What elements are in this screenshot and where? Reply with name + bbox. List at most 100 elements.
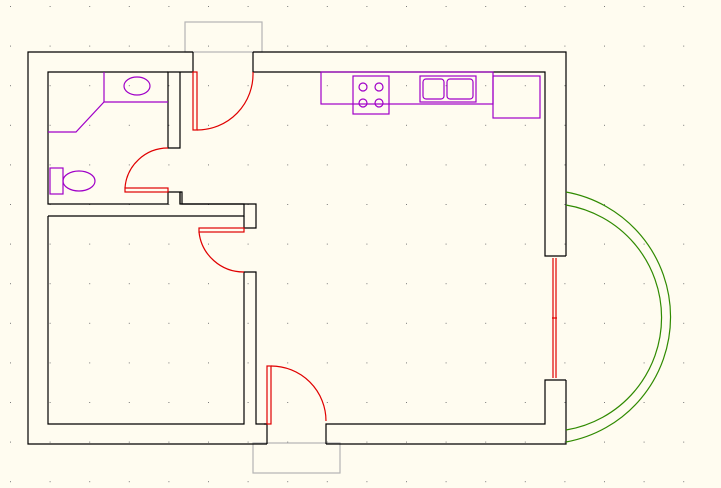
grid-dot bbox=[168, 85, 170, 87]
grid-dot bbox=[564, 45, 566, 47]
grid-dot bbox=[287, 124, 289, 126]
grid-dot bbox=[10, 124, 11, 126]
grid-dot bbox=[683, 204, 685, 205]
grid-dot bbox=[326, 6, 328, 7]
grid-dot bbox=[128, 45, 130, 47]
grid-dot bbox=[89, 124, 91, 126]
grid-dot bbox=[208, 164, 209, 166]
grid-dot bbox=[643, 481, 645, 483]
grid-dot bbox=[208, 362, 209, 364]
grid-dot bbox=[89, 243, 91, 245]
grid-dot bbox=[485, 322, 487, 324]
grid-dot bbox=[485, 6, 487, 7]
grid-dot bbox=[406, 402, 407, 403]
grid-dot bbox=[168, 204, 170, 205]
grid-dot bbox=[564, 6, 566, 7]
grid-dot bbox=[247, 85, 249, 87]
grid-dot bbox=[604, 124, 605, 126]
grid-dot bbox=[604, 85, 605, 87]
grid-dot bbox=[445, 402, 447, 403]
stove bbox=[352, 75, 390, 115]
grid-dot bbox=[128, 85, 130, 87]
grid-dot bbox=[247, 481, 249, 483]
grid-dot bbox=[128, 243, 130, 245]
grid-dot bbox=[326, 283, 328, 285]
grid-dot bbox=[445, 362, 447, 364]
grid-dot bbox=[89, 164, 91, 166]
grid-dot bbox=[89, 402, 91, 403]
grid-dot bbox=[683, 402, 685, 403]
grid-dot bbox=[208, 283, 209, 285]
grid-dot bbox=[524, 441, 526, 443]
grid-dot bbox=[287, 481, 289, 483]
grid-dot bbox=[604, 362, 605, 364]
grid-dot bbox=[683, 6, 685, 7]
grid-dot bbox=[683, 124, 685, 126]
grid-dot bbox=[445, 283, 447, 285]
grid-dot bbox=[683, 85, 685, 87]
grid-dot bbox=[89, 45, 91, 47]
grid-dot bbox=[485, 402, 487, 403]
bathtub bbox=[48, 72, 168, 133]
grid-dot bbox=[524, 283, 526, 285]
grid-dot bbox=[643, 204, 645, 205]
grid-dot bbox=[168, 164, 170, 166]
grid-dot bbox=[168, 124, 170, 126]
grid-dot bbox=[326, 164, 328, 166]
grid-dot bbox=[326, 204, 328, 205]
grid-dot bbox=[366, 481, 368, 483]
grid-dot bbox=[89, 441, 91, 443]
grid-dot bbox=[49, 164, 51, 166]
grid-dot bbox=[406, 124, 407, 126]
grid-dot bbox=[445, 85, 447, 87]
grid-dot bbox=[366, 164, 368, 166]
grid-dot bbox=[564, 283, 566, 285]
grid-dot bbox=[208, 322, 209, 324]
grid-dot bbox=[10, 441, 11, 443]
grid-dot bbox=[168, 6, 170, 7]
grid-dot bbox=[524, 85, 526, 87]
grid-dot bbox=[49, 45, 51, 47]
grid-dot bbox=[208, 481, 209, 483]
grid-dot bbox=[604, 441, 605, 443]
grid-dot bbox=[287, 362, 289, 364]
toilet bbox=[49, 167, 96, 195]
grid-dot bbox=[49, 124, 51, 126]
grid-dot bbox=[366, 441, 368, 443]
grid-dot bbox=[604, 283, 605, 285]
grid-dot bbox=[445, 481, 447, 483]
grid-dot bbox=[366, 45, 368, 47]
grid-dot bbox=[128, 402, 130, 403]
grid-dot bbox=[564, 243, 566, 245]
grid-dot bbox=[89, 322, 91, 324]
grid-dot bbox=[643, 362, 645, 364]
grid-dot bbox=[643, 441, 645, 443]
grid-dot bbox=[168, 362, 170, 364]
grid-dot bbox=[287, 402, 289, 403]
curved-deck bbox=[565, 191, 672, 443]
grid-dot bbox=[524, 402, 526, 403]
grid-dot bbox=[128, 322, 130, 324]
rear-stoop bbox=[252, 442, 341, 474]
grid-dot bbox=[287, 441, 289, 443]
grid-dot bbox=[643, 243, 645, 245]
grid-dot bbox=[524, 204, 526, 205]
grid-dot bbox=[604, 6, 605, 7]
grid-dot bbox=[128, 481, 130, 483]
grid-dot bbox=[287, 322, 289, 324]
grid-dot bbox=[366, 402, 368, 403]
grid-dot bbox=[643, 402, 645, 403]
grid-dot bbox=[326, 124, 328, 126]
grid-dot bbox=[10, 243, 11, 245]
grid-dot bbox=[128, 164, 130, 166]
grid-dot bbox=[89, 85, 91, 87]
grid-dot bbox=[564, 481, 566, 483]
grid-dot bbox=[89, 6, 91, 7]
grid-dot bbox=[89, 362, 91, 364]
grid-dot bbox=[49, 441, 51, 443]
grid-dot bbox=[49, 362, 51, 364]
grid-dot bbox=[445, 45, 447, 47]
grid-dot bbox=[287, 243, 289, 245]
grid-dot bbox=[643, 322, 645, 324]
